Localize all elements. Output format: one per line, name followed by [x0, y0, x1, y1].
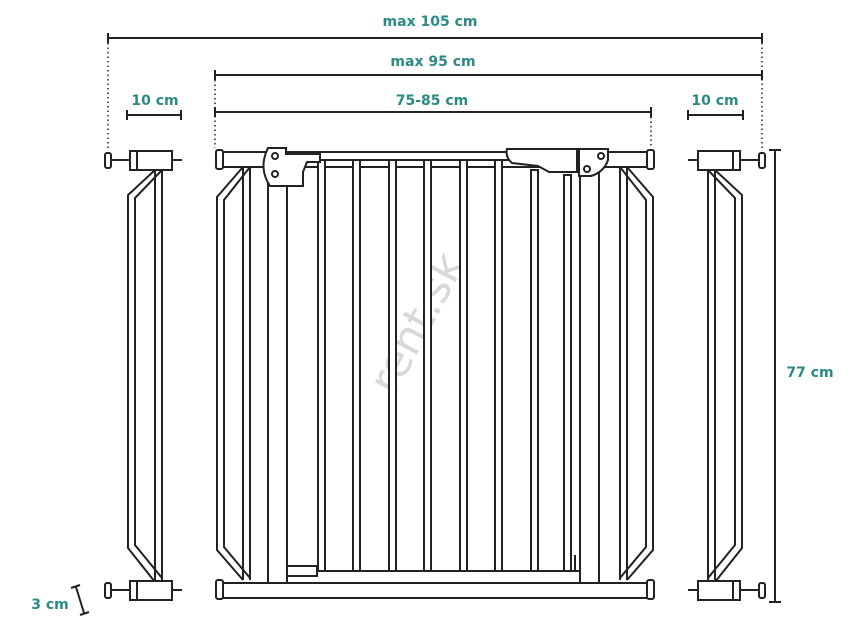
label-bolt-gap: 3 cm	[31, 597, 69, 613]
extension-right	[688, 150, 766, 601]
label-gate-range: 75-85 cm	[396, 93, 469, 109]
latch-handle	[505, 148, 578, 173]
gate-bars	[317, 159, 572, 572]
dimension-max-total: max 105 cm	[107, 14, 763, 150]
dimension-extension-right: 10 cm	[687, 93, 744, 120]
label-extension-right: 10 cm	[691, 93, 738, 109]
dimension-bolt-gap: 3 cm	[31, 584, 90, 616]
label-extension-left: 10 cm	[131, 93, 178, 109]
extension-left	[104, 150, 182, 601]
dimension-extension-left: 10 cm	[126, 93, 182, 120]
watermark: rent.sk	[359, 244, 476, 402]
dimension-height: 77 cm	[769, 149, 834, 603]
gate-main	[215, 147, 655, 600]
label-height: 77 cm	[786, 365, 833, 381]
label-max-total: max 105 cm	[383, 14, 478, 30]
dimension-gate-range: 75-85 cm	[214, 93, 652, 148]
dimension-max-gate: max 95 cm	[214, 54, 763, 148]
label-max-gate: max 95 cm	[390, 54, 475, 70]
